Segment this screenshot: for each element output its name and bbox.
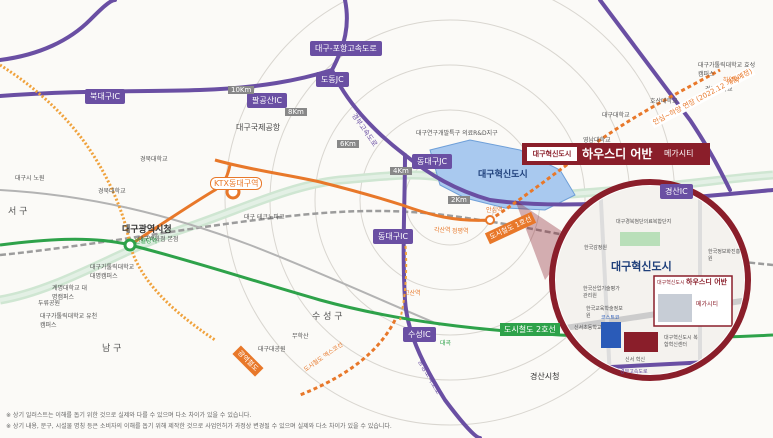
ic-badge-suseong[interactable]: 수성IC (403, 327, 436, 342)
inset-label-2: 한국정보화진흥원 (708, 249, 741, 262)
place-label-misc-6: 무학산 (292, 333, 309, 340)
rail-line1 (214, 158, 491, 222)
inset-label-9: 대구경북첨단의료복합단지 (616, 219, 672, 225)
inset-label-8: 코스트코 (601, 315, 620, 321)
station-label-6: 각산역 (434, 227, 451, 234)
banner-sub: 메가시티 (664, 149, 694, 158)
distance-8km: 8Km (285, 108, 307, 116)
ansim-marker (485, 215, 495, 225)
place-label-misc-8: 대구 테크노파크 (244, 214, 285, 221)
inset-label-0: 한국감정원 (584, 245, 608, 251)
cityhall-label: 대구광역시청 (122, 225, 172, 235)
inset-label-4: 신서초등학교 (574, 325, 602, 331)
rail-line1-west (129, 164, 232, 247)
place-label-misc-9: 대구백화점 본점 (138, 236, 179, 243)
suseonggu-label: 수 성 구 (312, 312, 343, 322)
ring-6km (314, 64, 586, 336)
seogu-label: 서 구 (8, 207, 28, 217)
place-label-misc-3: 대구가톨릭대학교 유천캠퍼스 (40, 313, 98, 329)
banner-tag: 대구혁신도시 (532, 150, 572, 158)
station-label-0: 안심역 (486, 207, 503, 214)
highway-badge-pohang[interactable]: 대구-포항고속도로 (310, 41, 382, 56)
univ-label-daegu-catholic: 대구가톨릭대학교 효성캠퍼스 (698, 62, 756, 78)
inset-building-image (658, 294, 692, 322)
distance-2km: 2Km (448, 196, 470, 204)
highway-pohang (330, 0, 349, 72)
inset-label-1: 한국산업기술평가관리원 (583, 286, 620, 299)
rail-gyeongbu (0, 189, 441, 326)
highway-northwest (0, 0, 117, 62)
footnote-1: ※ 상기 일러스트는 이해를 돕기 위한 것으로 실제와 다를 수 있으며 다소… (6, 412, 252, 419)
univ-label-yeungnam: 영남대학교 (583, 137, 611, 144)
place-label-misc-5: 대구대공원 (258, 346, 286, 353)
station-label-2: 고산역 (404, 290, 421, 297)
rail-planned-hayang (489, 68, 721, 222)
distance-10km: 10Km (228, 86, 255, 94)
inset-label-6: 신서 혁신 (625, 357, 645, 363)
station-markers (123, 184, 495, 252)
rail-label-line1: 도시철도 1호선 (484, 211, 537, 245)
univ-label-gyeongbuk: 경북대학교 (140, 156, 168, 163)
ktx-label: KTX동대구역 (210, 177, 263, 190)
complex-label: 대구연구개발특구 의료R&D지구 (416, 130, 498, 137)
rail-planned-metro (299, 319, 397, 397)
place-label-misc-2: 계명대학교 대명캠퍼스 (52, 285, 88, 301)
airport-label: 대구국제공항 (236, 123, 281, 132)
ic-badge-dongdaegu-jc[interactable]: 동대구JC (412, 154, 453, 169)
road-label-jungang: 중앙고속도로 (416, 358, 443, 396)
place-label-misc-4: 두류공원 (38, 300, 61, 307)
inset-title: 대구혁신도시 (611, 260, 672, 273)
distance-4km: 4Km (390, 167, 412, 175)
univ-label-daegu: 대구대학교 (602, 112, 630, 119)
namgu-label: 남 구 (102, 344, 122, 354)
distance-6km: 6Km (337, 140, 359, 148)
inset-card-tag: 대구혁신도시 (657, 280, 685, 286)
ic-badge-gyeongsan[interactable]: 경산IC (660, 184, 693, 199)
ic-badge-bukdaegu[interactable]: 북대구IC (85, 89, 126, 104)
station-label-4: 반월당역 (135, 238, 158, 245)
footnote-2: ※ 상기 내용, 문구, 시설물 명칭 등은 소비자의 이해를 돕기 위해 제작… (6, 423, 392, 430)
banner-title: 하우스디 어반 (582, 147, 653, 161)
innocity-label: 대구혁신도시 (478, 170, 528, 180)
highway-bukdaegu (0, 68, 334, 98)
ic-badge-dongdaegu-ic[interactable]: 동대구IC (373, 229, 414, 244)
inset-label-3: 한국교육학술정보원 (586, 306, 623, 319)
rail-planned-link (399, 239, 408, 321)
station-label-1: 하양역 (723, 77, 740, 84)
highway-gyeongbu (401, 153, 482, 438)
rail-label-newline: 도시철도 엑스코선 (302, 341, 345, 374)
station-label-3: 정평역 (452, 228, 469, 235)
ic-badge-palgong[interactable]: 팔공산IC (247, 93, 288, 108)
rail-north-dashed (0, 63, 216, 342)
inset-label-7: 경부고속도로 (620, 369, 648, 375)
inset-site (624, 332, 658, 352)
inset-costco (601, 322, 621, 348)
banner-tag-bg (527, 147, 577, 161)
inset-label-5: 대구혁신도시 복합혁신센터 (664, 335, 698, 348)
place-label-misc-1: 대구가톨릭대학교 대명캠퍼스 (90, 264, 135, 280)
gyeongsan-city-label: 경산시청 (530, 372, 560, 381)
place-label-misc-0: 경북대학교 (98, 188, 126, 195)
banwoldang-marker (123, 238, 137, 252)
inset-park (620, 232, 660, 246)
station-label-5: 대곡 (440, 340, 452, 347)
inset-card-title: 하우스디 어반 (686, 278, 728, 286)
place-label-misc-7: 대구시 노원 (15, 175, 45, 182)
rail-label-line2: 도시철도 2호선 (500, 323, 560, 336)
ic-badge-dodong[interactable]: 도동JC (316, 72, 349, 87)
inset-map (556, 186, 744, 374)
univ-label-hoseo: 호산대학교 (650, 98, 678, 105)
inset-card-sub: 메가시티 (696, 301, 719, 308)
